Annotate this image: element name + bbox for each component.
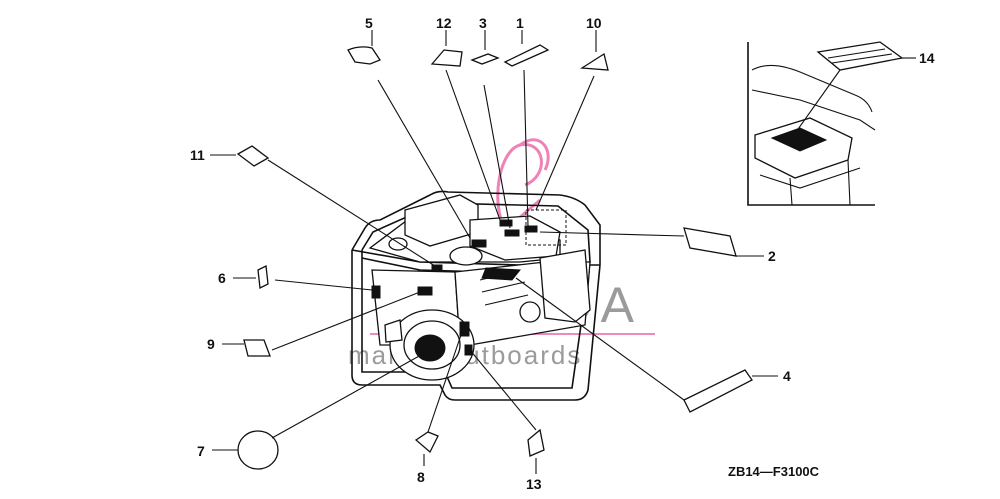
callout-6: 6	[218, 270, 226, 286]
callout-12: 12	[436, 15, 452, 31]
callout-numbers: 5 12 3 1 10 11 6 9 7 8 13 2 4 14	[190, 15, 935, 492]
inset-detail	[747, 41, 904, 206]
callout-9: 9	[207, 336, 215, 352]
generator-drawing	[351, 190, 601, 401]
callout-2: 2	[768, 248, 776, 264]
part-10-label-shape	[580, 52, 609, 71]
callout-1: 1	[516, 15, 524, 31]
callout-11: 11	[190, 147, 205, 163]
callout-8: 8	[417, 469, 425, 485]
part-9-label-shape	[243, 339, 271, 357]
callout-14: 14	[919, 50, 935, 66]
diagram-code: ZB14—F3100C	[728, 464, 820, 479]
part-1-label-shape	[503, 44, 550, 67]
part-3-label-shape	[470, 53, 500, 65]
callout-7: 7	[197, 443, 205, 459]
part-7-label-shape	[237, 430, 279, 470]
callout-13: 13	[526, 476, 542, 492]
part-11-label-shape	[236, 145, 270, 167]
callout-4: 4	[783, 368, 791, 384]
part-12-label-shape	[430, 49, 463, 67]
callout-3: 3	[479, 15, 487, 31]
part-4-label-shape	[683, 369, 753, 413]
callout-5: 5	[365, 15, 373, 31]
part-13-label-shape	[527, 428, 545, 457]
part-6-label-shape	[257, 265, 269, 289]
callout-10: 10	[586, 15, 602, 31]
label-parts	[210, 30, 916, 474]
part-2-label-shape	[683, 227, 737, 257]
part-8-label-shape	[414, 431, 439, 454]
part-5-label-shape	[347, 46, 381, 65]
